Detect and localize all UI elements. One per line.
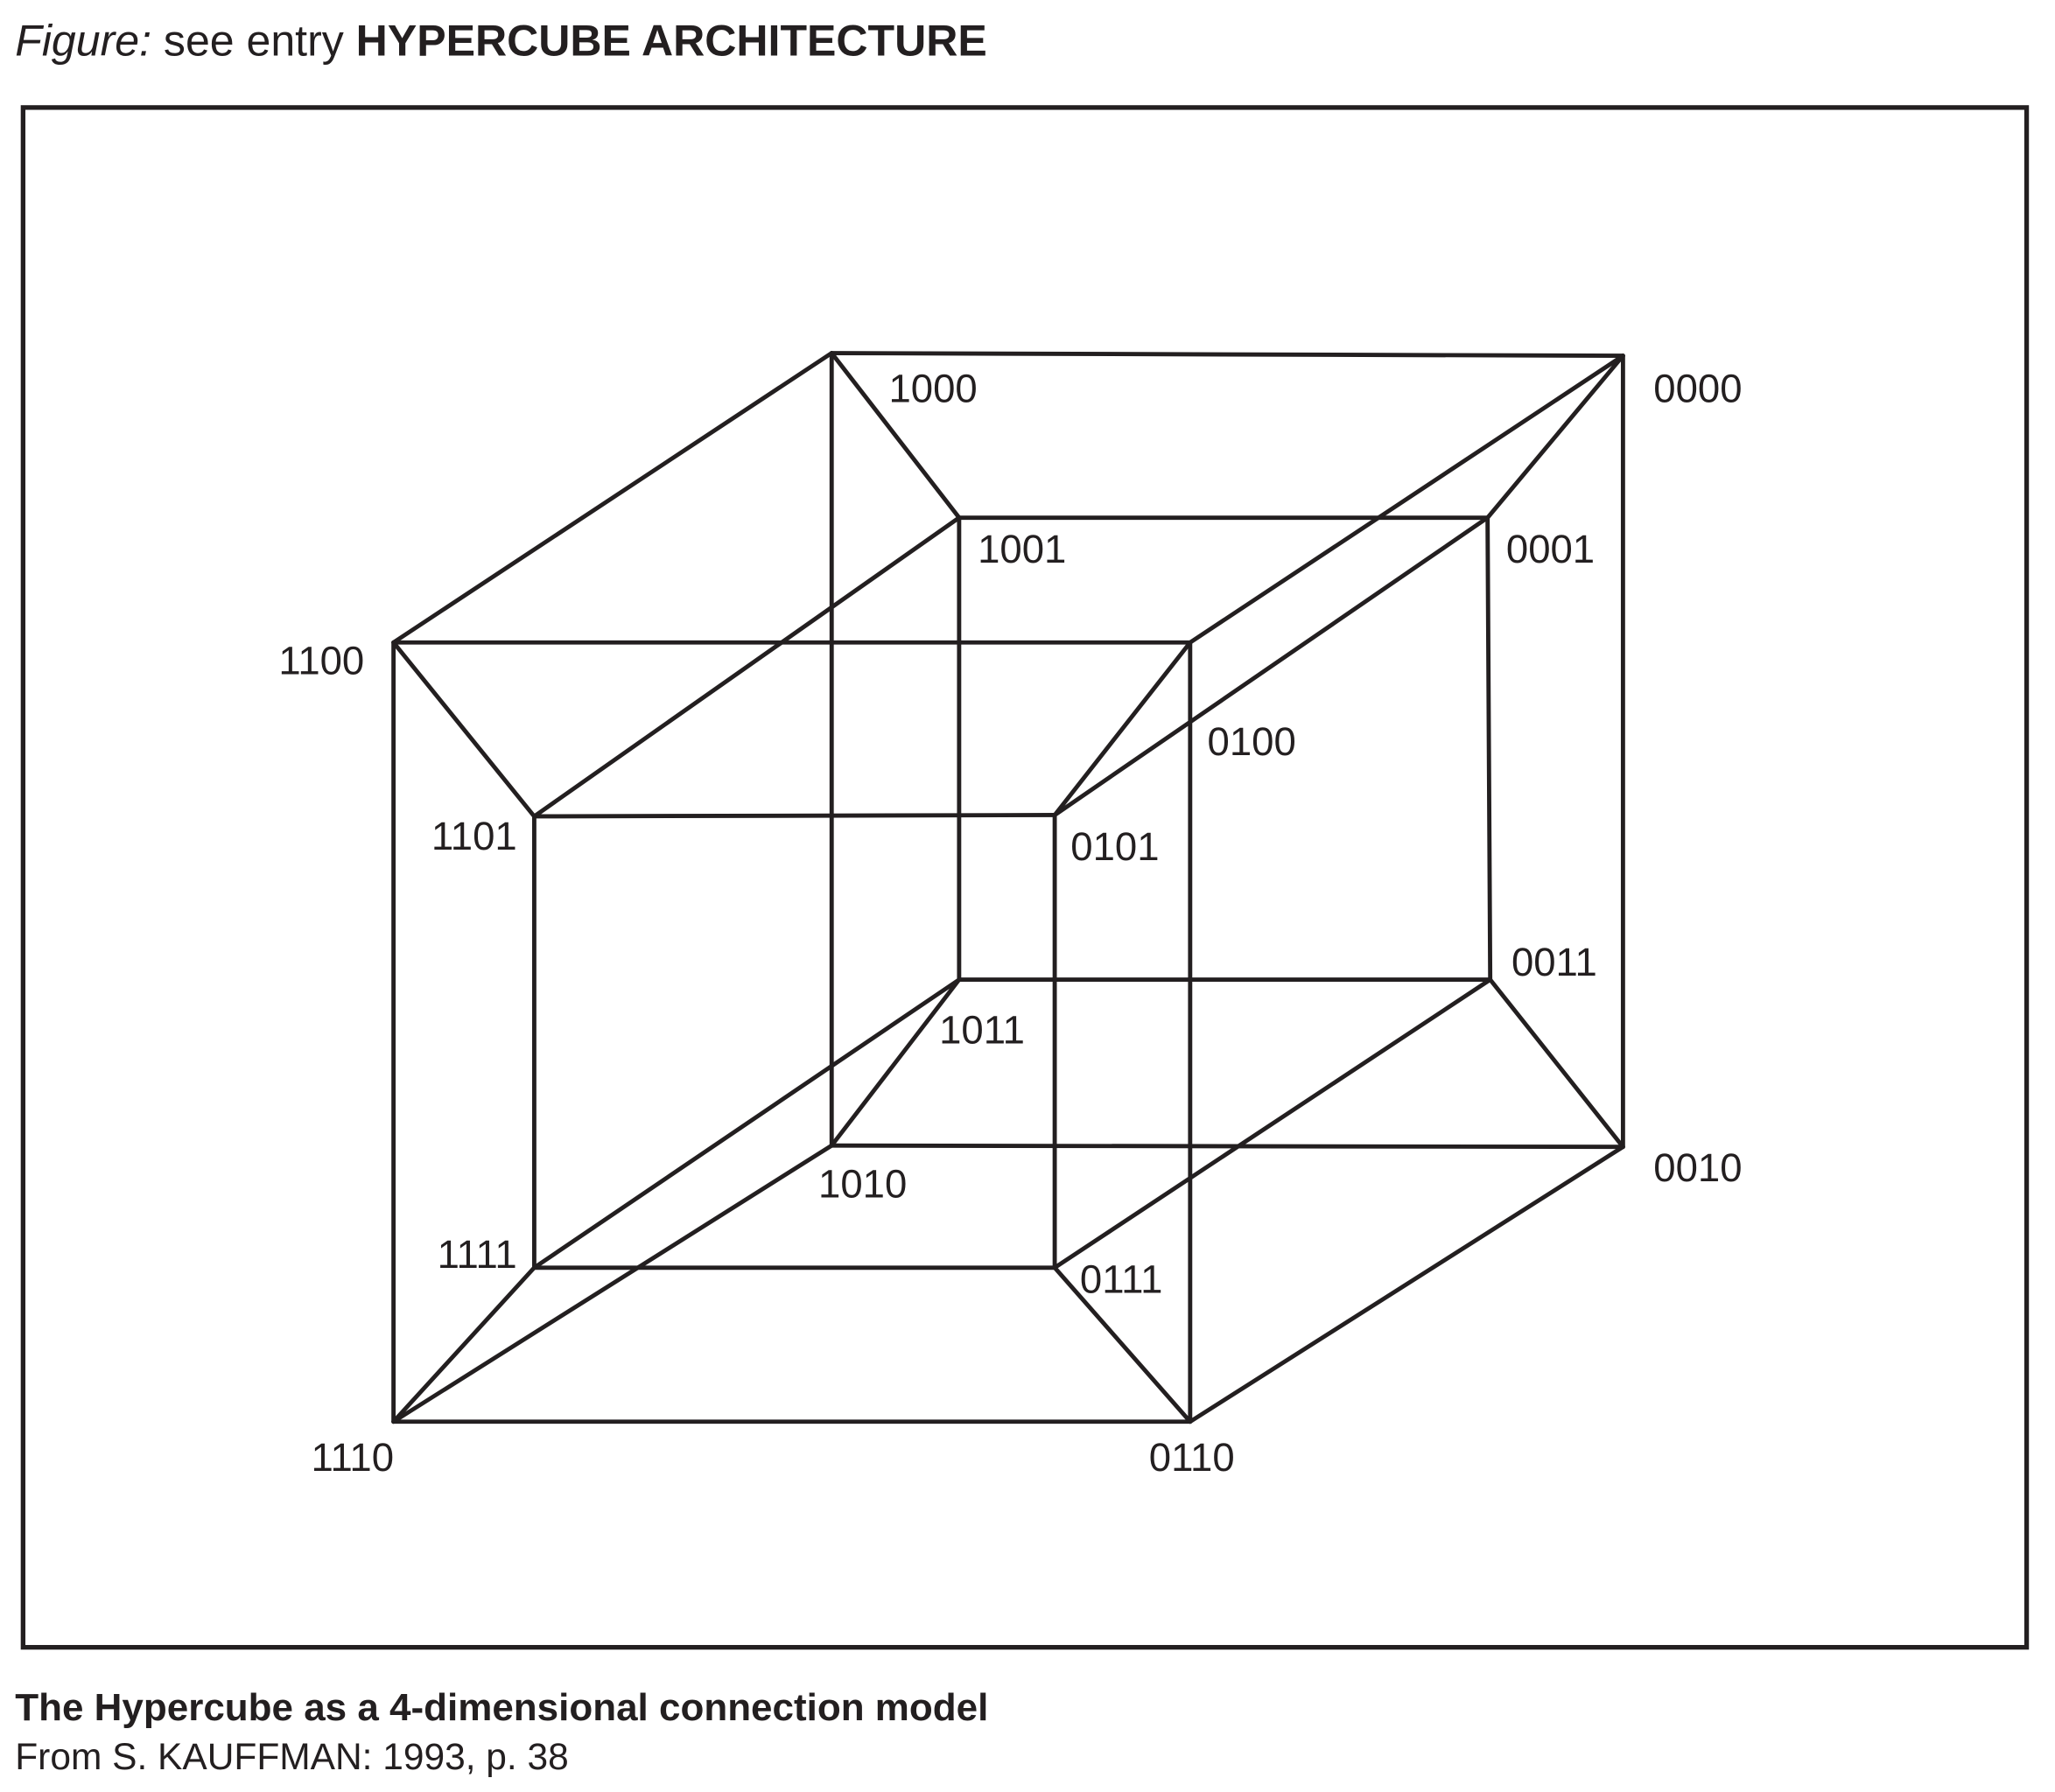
vertex-label-1101: 1101 xyxy=(431,814,517,858)
figure-frame xyxy=(20,105,2030,1650)
edge-1000-1100 xyxy=(391,351,834,645)
vertex-label-0010: 0010 xyxy=(1653,1145,1742,1190)
edge-0100-0101 xyxy=(1052,640,1193,817)
vertex-label-1001: 1001 xyxy=(978,527,1066,571)
hypercube-edges xyxy=(391,351,1625,1424)
edge-1010-1110 xyxy=(391,1143,834,1424)
edge-0011-0111 xyxy=(1052,977,1493,1270)
edge-1010-1011 xyxy=(829,977,962,1148)
edge-0010-1010 xyxy=(829,1143,1625,1150)
vertex-label-0110: 0110 xyxy=(1149,1435,1235,1480)
figure-header: Figure: see entry HYPERCUBE ARCHITECTURE xyxy=(15,17,987,66)
caption-source: From S. KAUFFMAN: 1993, p. 38 xyxy=(15,1736,569,1777)
vertex-label-1010: 1010 xyxy=(818,1161,907,1206)
edge-0110-0111 xyxy=(1052,1265,1193,1424)
vertex-label-0000: 0000 xyxy=(1653,367,1742,411)
edge-1000-1001 xyxy=(829,351,962,521)
vertex-labels: 0000 0001 0010 0011 0100 0101 0110 0111 1000 1001… xyxy=(278,367,1742,1480)
edge-1110-1111 xyxy=(391,1265,537,1424)
header-middle: see entry xyxy=(151,17,356,66)
edge-0000-1000 xyxy=(829,351,1625,358)
vertex-label-1100: 1100 xyxy=(278,639,364,683)
caption-title: The Hypercube as a 4-dimensional connect… xyxy=(15,1686,988,1729)
vertex-label-0101: 0101 xyxy=(1070,824,1159,869)
edge-0010-0011 xyxy=(1488,977,1625,1150)
vertex-label-0001: 0001 xyxy=(1506,527,1595,571)
edge-0001-0011 xyxy=(1485,515,1493,983)
edge-0001-0101 xyxy=(1052,515,1490,817)
vertex-label-0111: 0111 xyxy=(1080,1257,1162,1302)
vertex-label-0100: 0100 xyxy=(1208,719,1296,764)
header-prefix: Figure: xyxy=(15,17,151,66)
edge-1011-1111 xyxy=(531,977,962,1270)
edge-1100-1101 xyxy=(391,640,537,819)
edge-0000-0100 xyxy=(1188,354,1625,645)
edge-0101-1101 xyxy=(531,813,1057,819)
vertex-label-1011: 1011 xyxy=(939,1007,1025,1052)
vertex-label-1110: 1110 xyxy=(312,1435,394,1480)
vertex-label-1111: 1111 xyxy=(438,1232,517,1277)
edge-1001-1101 xyxy=(531,515,962,819)
edge-0000-0001 xyxy=(1485,354,1625,521)
header-entry: HYPERCUBE ARCHITECTURE xyxy=(356,17,987,66)
vertex-label-0011: 0011 xyxy=(1511,940,1597,984)
vertex-label-1000: 1000 xyxy=(888,367,977,411)
edge-0010-0110 xyxy=(1188,1144,1625,1424)
